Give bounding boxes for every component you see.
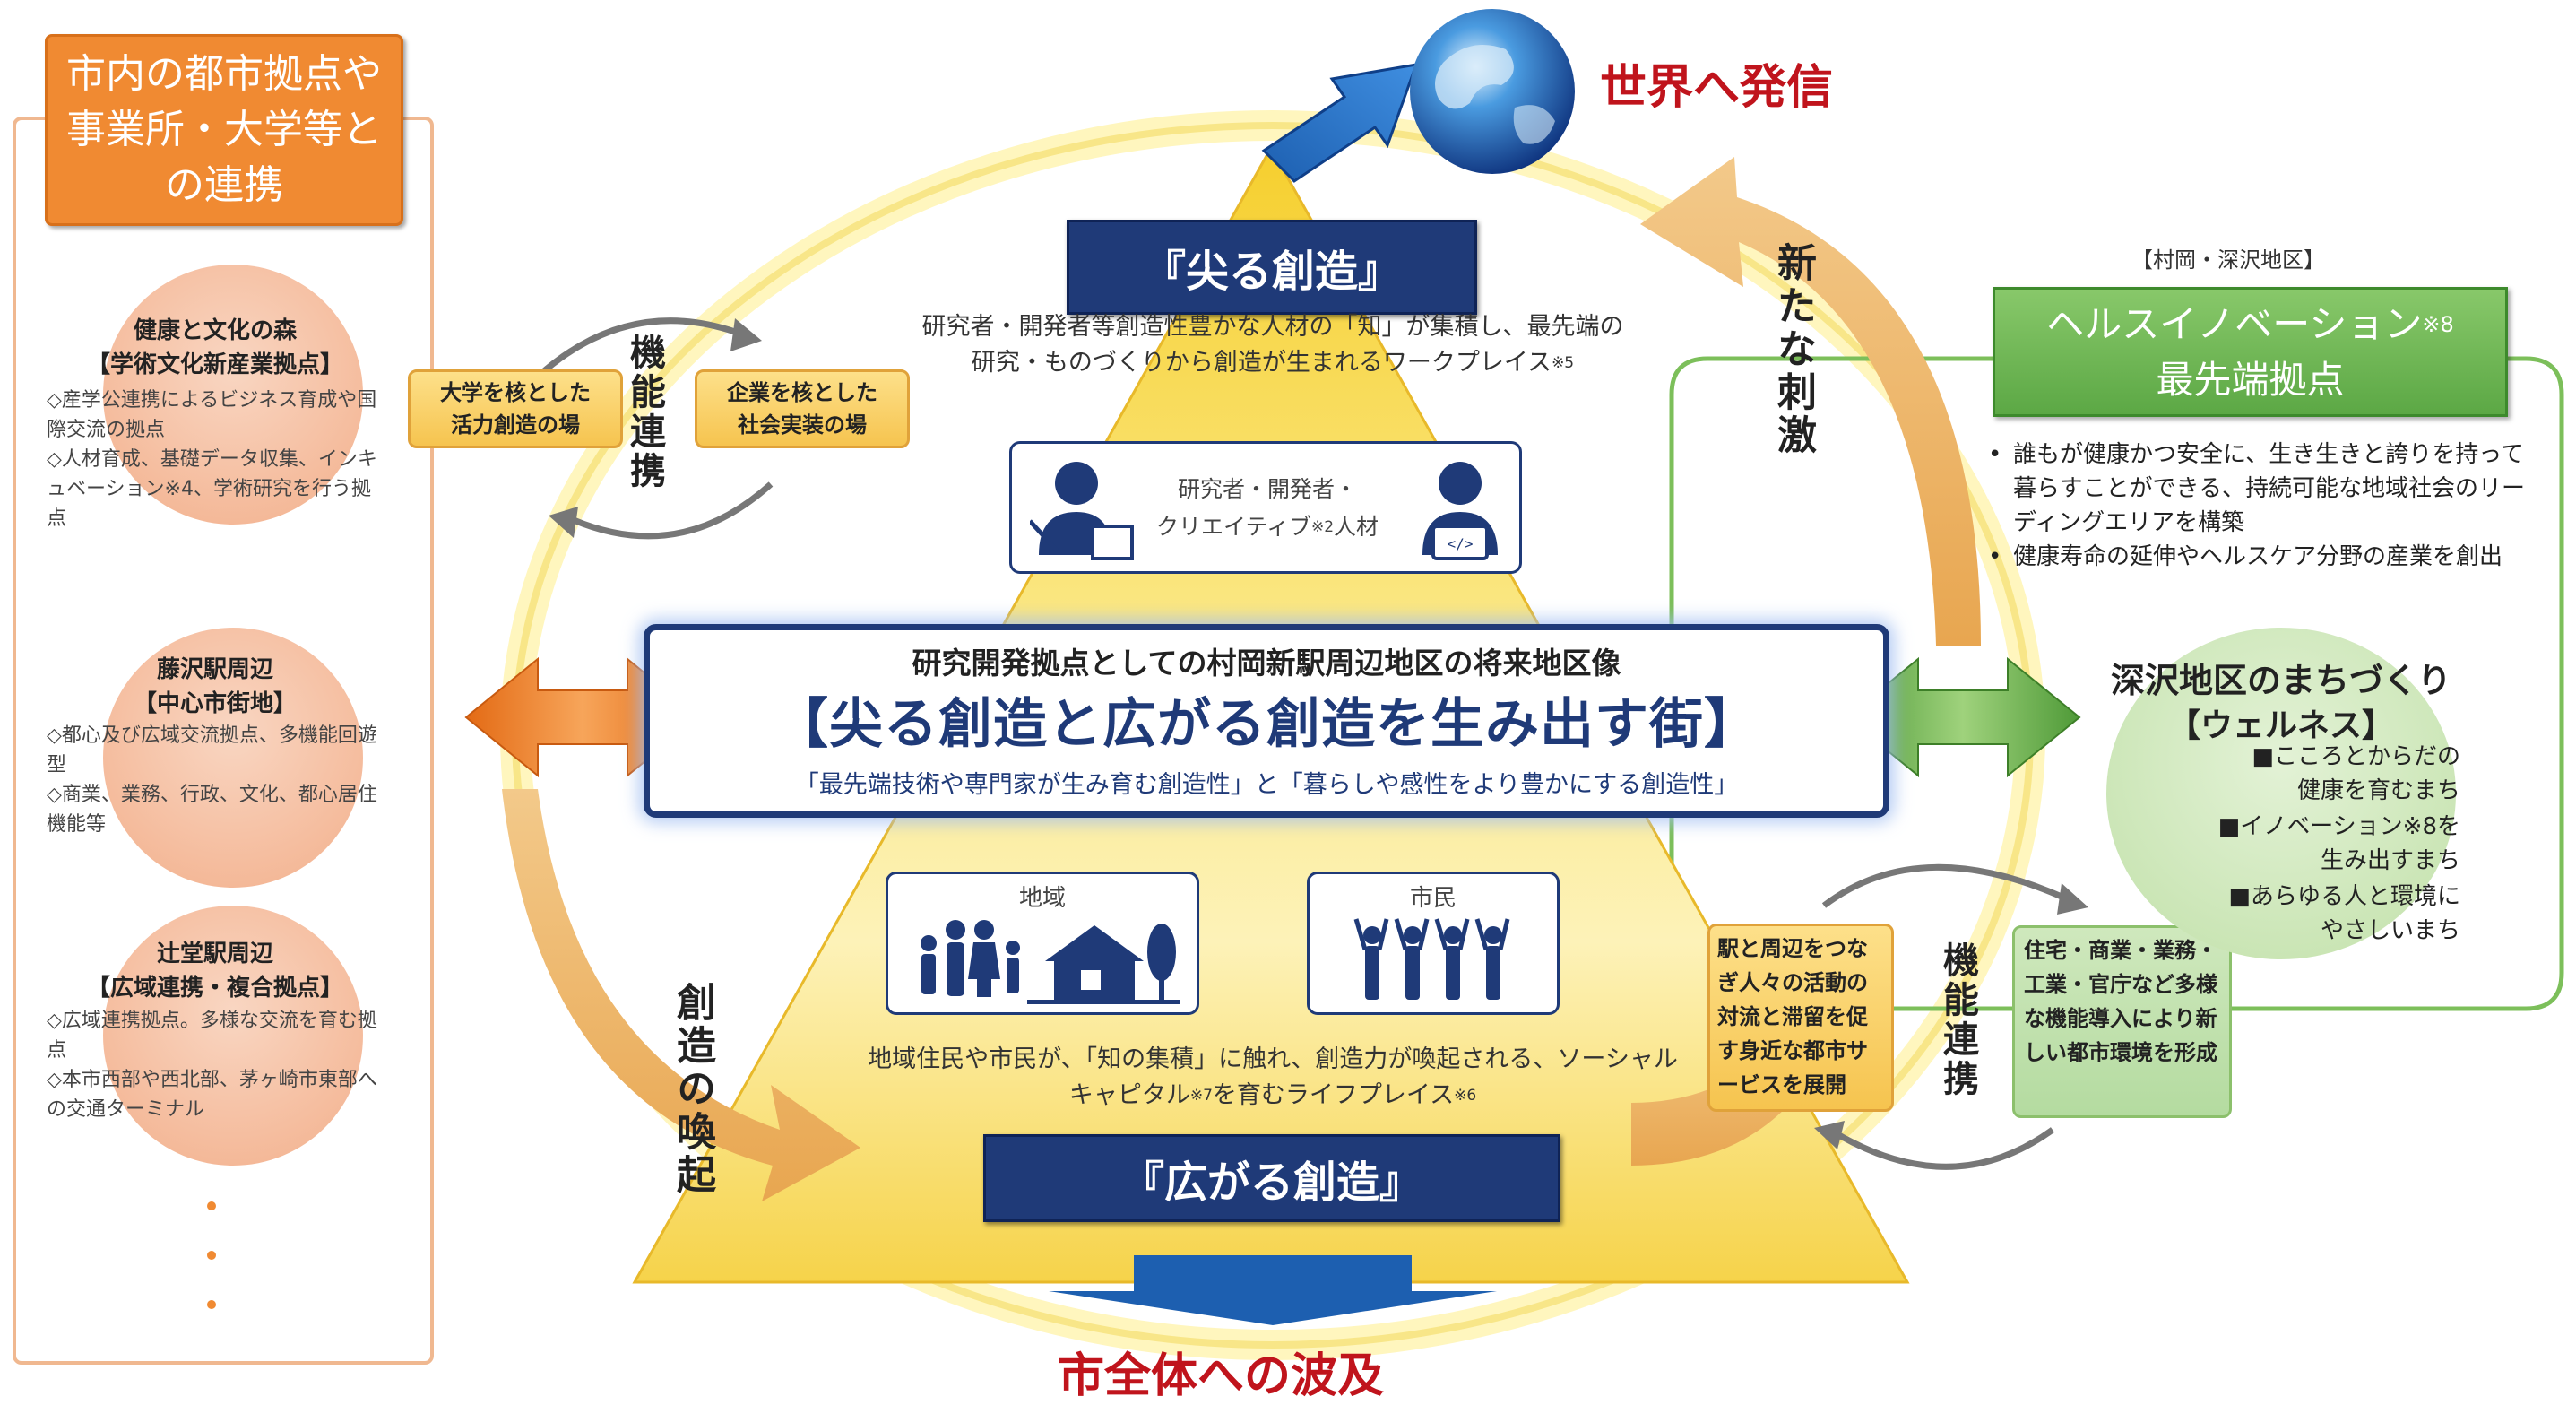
health-bullet-text: 誰もが健康かつ安全に、生き生きと誇りを持って暮らすことができる、持続可能な地域社… — [2013, 441, 2525, 536]
health-title-2: 最先端拠点 — [2156, 358, 2345, 402]
stimulus-label: 新たな刺激 — [1770, 242, 1816, 457]
hub-title-tsujido: 辻堂駅周辺 【広域連携・複合拠点】 — [86, 941, 343, 1002]
top-description-note: ※5 — [1552, 354, 1575, 372]
researcher-icon — [1030, 462, 1134, 560]
cycle-arrow-top-right — [1821, 863, 2063, 908]
hub-desc-forest: ◇産学公連携によるビジネス育成や国際交流の拠点 ◇人材育成、基礎データ収集、イン… — [47, 389, 377, 530]
fukasawa-subtitle: 【ウェルネス】 — [2167, 707, 2394, 744]
talent-note: ※2 — [1310, 518, 1335, 536]
health-bullet-text: 健康寿命の延伸やヘルスケア分野の産業を創出 — [2013, 543, 2503, 570]
wellness-item: ■イノベーション※8を 生み出すまち — [2217, 813, 2460, 874]
bottom-note-2: ※6 — [1454, 1087, 1477, 1105]
evoke-label: 創造の喚起 — [670, 982, 715, 1197]
evoke-arrow — [502, 789, 860, 1201]
hub-desc-tsujido: ◇広域連携拠点。多様な交流を育む拠点 ◇本市西部や西北部、茅ヶ崎市東部への交通タ… — [47, 1010, 377, 1121]
globe-continent-2 — [1513, 105, 1555, 144]
university-box: 大学を核とした 活力創造の場 — [408, 369, 623, 448]
ellipsis-dot — [207, 1251, 216, 1260]
talent-label-line2: クリエイティブ — [1155, 514, 1311, 540]
vision-title: 【尖る創造と広がる創造を生み出す街】 — [774, 693, 1759, 756]
cycle-arrowhead-bl — [549, 507, 578, 538]
top-description-text: 研究者・開発者等創造性豊かな人材の「知」が集積し、最先端の研究・ものづくりから創… — [921, 313, 1624, 377]
ellipsis-dot — [207, 1300, 216, 1309]
hub-circle-tsujido — [103, 906, 363, 1166]
region-card-label: 地域 — [1018, 885, 1066, 912]
hub-circle-fujisawa — [103, 628, 363, 888]
cycle-arrowhead-br — [1814, 1121, 1845, 1149]
cycle-arrowhead-tl — [730, 318, 762, 351]
citizen-card-label: 市民 — [1409, 885, 1457, 912]
top-banner: 『尖る創造』 — [1067, 220, 1477, 315]
hub-desc-fujisawa: ◇都心及び広域交流拠点、多機能回遊型 ◇商業、業務、行政、文化、都心居住機能等 — [47, 724, 377, 836]
bottom-description-text1: 地域住民や市民が、「知の集積」に触れ、創造力が喚起される、ソーシャルキャピタル — [868, 1045, 1678, 1109]
svg-text:</>: </> — [1448, 535, 1474, 552]
talent-label-line1: 研究者・開発者・ — [1177, 476, 1357, 502]
right-link-label: 機能連携 — [1937, 941, 1978, 1099]
health-title-note: ※8 — [2422, 312, 2454, 337]
ellipsis-dot — [207, 1201, 216, 1210]
top-description: 研究者・開発者等創造性豊かな人材の「知」が集積し、最先端の研究・ものづくりから創… — [914, 309, 1631, 381]
urban-function-box: 住宅・商業・業務・工業・官庁など多様な機能導入により新しい都市環境を形成 — [2012, 925, 2232, 1118]
vision-note: 「最先端技術や専門家が生み育む創造性」と「暮らしや感性をより豊かにする創造性」 — [794, 771, 1739, 799]
bottom-banner: 『広がる創造』 — [983, 1134, 1560, 1222]
area-label: 【村岡・深沢地区】 — [2131, 247, 2325, 273]
globe-continent — [1435, 45, 1514, 109]
citizen-card: 市民 — [1307, 872, 1560, 1015]
bottom-description-text2: を育むライフプレイス — [1212, 1081, 1455, 1109]
vision-box: 研究開発拠点としての村岡新駅周辺地区の将来地区像 【尖る創造と広がる創造を生み出… — [644, 624, 1889, 818]
globe-icon — [1410, 9, 1575, 174]
wellness-item: ■あらゆる人と環境に やさしいまち — [2228, 883, 2460, 944]
talent-label-line3: 人材 — [1334, 514, 1379, 540]
station-service-box: 駅と周辺をつなぎ人々の活動の対流と滞留を促す身近な都市サービスを展開 — [1707, 924, 1894, 1112]
bottom-description: 地域住民や市民が、「知の集積」に触れ、創造力が喚起される、ソーシャルキャピタル※… — [860, 1042, 1685, 1114]
cycle-arrow-bottom-right — [1836, 1127, 2055, 1170]
vision-subtitle: 研究開発拠点としての村岡新駅周辺地区の将来地区像 — [912, 646, 1621, 681]
region-card: 地域 — [886, 872, 1199, 1015]
hub-title-fujisawa: 藤沢駅周辺 【中心市街地】 — [133, 656, 297, 717]
citizens-icon — [1353, 918, 1510, 1000]
cycle-arrow-top-left — [535, 317, 737, 379]
down-arrow — [1049, 1255, 1497, 1325]
bottom-note-1: ※7 — [1189, 1087, 1213, 1105]
family-house-icon — [921, 920, 1180, 1004]
health-bullet: •誰もが健康かつ安全に、生き生きと誇りを持って暮らすことができる、持続可能な地域… — [1988, 438, 2526, 540]
fukasawa-title: 深沢地区のまちづくり — [2110, 661, 2451, 700]
hub-circle-forest — [103, 265, 363, 525]
cycle-arrowhead-tr — [2057, 883, 2088, 915]
spread-label: 市全体への波及 — [1058, 1349, 1385, 1403]
left-panel-title: 市内の都市拠点や事業所・大学等との連携 — [45, 34, 403, 226]
cycle-arrow-bottom-left — [572, 481, 774, 540]
health-title-1: ヘルスイノベーション — [2046, 302, 2423, 346]
globe-arrow — [1261, 63, 1419, 183]
world-label: 世界へ発信 — [1600, 61, 1834, 115]
developer-icon: </> — [1422, 462, 1498, 560]
left-link-label: 機能連携 — [624, 334, 665, 491]
talent-card: 研究者・開発者・ クリエイティブ※2人材 </> — [1009, 441, 1522, 574]
health-innovation-box: ヘルスイノベーション※8 最先端拠点 — [1993, 287, 2508, 417]
health-bullets: •誰もが健康かつ安全に、生き生きと誇りを持って暮らすことができる、持続可能な地域… — [1988, 438, 2526, 574]
company-box: 企業を核とした 社会実装の場 — [695, 369, 910, 448]
right-double-arrow — [1845, 656, 2081, 778]
stimulus-arrow — [1640, 157, 1981, 646]
wellness-item: ■こころとからだの 健康を育むまち — [2252, 743, 2460, 804]
fukasawa-circle — [2106, 628, 2456, 959]
health-bullet: •健康寿命の延伸やヘルスケア分野の産業を創出 — [1988, 540, 2526, 574]
hub-title-forest: 健康と文化の森 【学術文化新産業拠点】 — [86, 317, 343, 378]
